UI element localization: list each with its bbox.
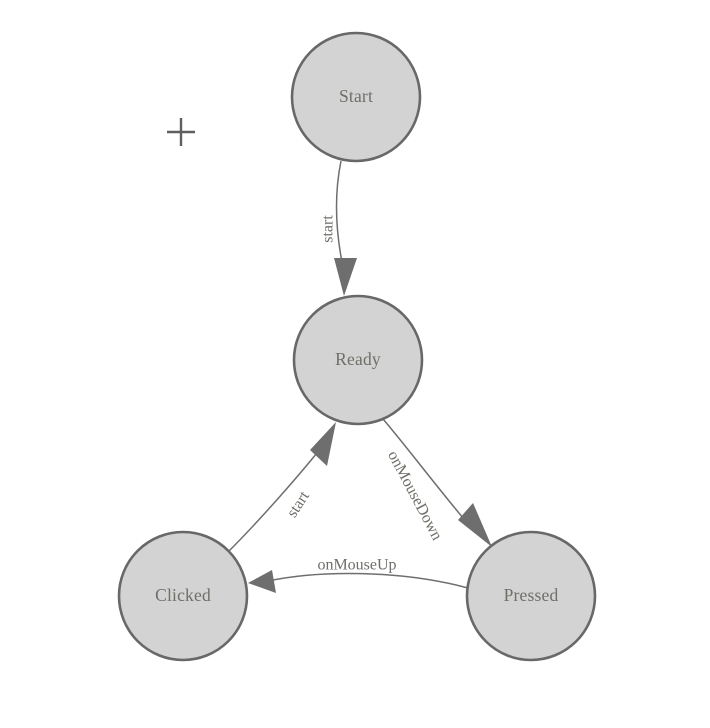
edge-start-to-ready[interactable] [334, 160, 357, 296]
node-circle-start[interactable] [290, 31, 422, 163]
edge-label-clicked-to-ready: start [284, 488, 314, 521]
crosshair-icon [167, 118, 195, 146]
node-ready[interactable]: Ready [292, 294, 424, 426]
edge-label-ready-to-pressed: onMouseDown [384, 448, 445, 543]
edge-clicked-to-ready[interactable] [227, 422, 336, 553]
node-circle-ready[interactable] [292, 294, 424, 426]
edge-ready-to-pressed[interactable] [382, 418, 492, 547]
node-circle-pressed[interactable] [465, 530, 597, 662]
node-label-clicked: Clicked [155, 585, 211, 605]
edge-pressed-to-clicked[interactable] [248, 570, 469, 593]
node-label-start: Start [339, 86, 373, 106]
arrow-head-pressed-to-clicked [248, 570, 276, 593]
edge-line-pressed-to-clicked[interactable] [267, 572, 469, 589]
arrow-head-ready-to-pressed [458, 503, 492, 547]
node-start[interactable]: Start [290, 31, 422, 163]
edge-label-pressed-to-clicked: onMouseUp [317, 557, 396, 574]
edge-line-start-to-ready[interactable] [335, 160, 345, 273]
nodes-layer: Start Ready Clicked Pressed [117, 31, 597, 662]
arrow-head-clicked-to-ready [310, 422, 336, 466]
edges-layer [227, 160, 492, 593]
arrow-head-start-to-ready [334, 258, 357, 296]
node-pressed[interactable]: Pressed [465, 530, 597, 662]
node-label-pressed: Pressed [504, 585, 559, 605]
node-clicked[interactable]: Clicked [117, 530, 249, 662]
node-circle-clicked[interactable] [117, 530, 249, 662]
edge-label-start-to-ready: start [320, 215, 337, 243]
node-label-ready: Ready [335, 349, 381, 369]
